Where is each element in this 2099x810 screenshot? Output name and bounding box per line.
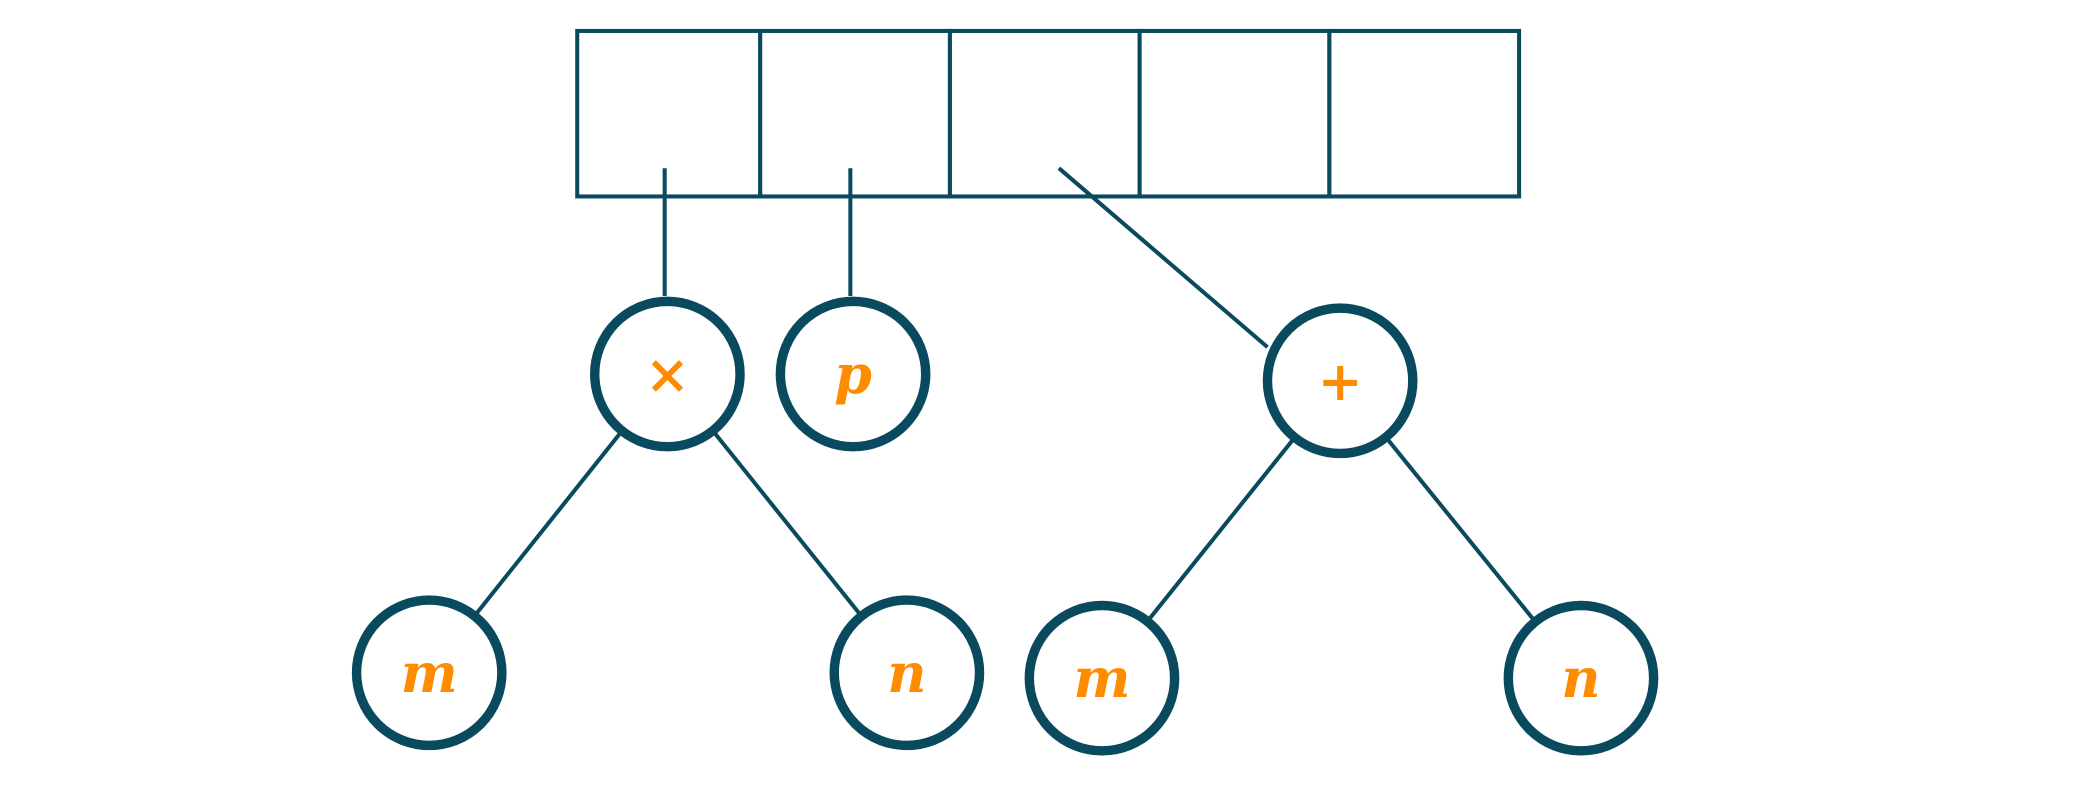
node-label: n (1561, 646, 1600, 710)
array-cell-4 (1327, 28, 1522, 199)
node-circle (1024, 600, 1180, 756)
node-label: × (645, 342, 690, 406)
array-cell-2 (947, 28, 1142, 199)
node-label: m (1073, 646, 1130, 710)
node-circle (775, 296, 931, 452)
tree-leaf-node: m (351, 595, 507, 751)
tree-leaf-node: m (1024, 600, 1180, 756)
tree-root-node: × (590, 296, 745, 452)
node-circle (829, 595, 985, 751)
tree-nodes: × m n p + m n (351, 296, 1659, 756)
node-label: n (887, 641, 926, 705)
array-cell-1 (758, 28, 952, 199)
pointer-array (575, 28, 1522, 199)
node-circle (351, 595, 507, 751)
node-circle (1503, 600, 1659, 756)
node-label: p (834, 342, 872, 406)
node-label: + (1318, 349, 1363, 413)
array-pointer-2 (1057, 166, 1269, 349)
array-cell-3 (1137, 28, 1332, 199)
array-cell-0 (575, 28, 763, 199)
tree-leaf-node: n (829, 595, 985, 751)
node-circle (1262, 303, 1418, 459)
node-label: m (401, 641, 458, 705)
tree-root-node: + (1262, 303, 1418, 459)
tree-root-node: p (775, 296, 931, 452)
node-circle (590, 296, 745, 452)
tree-leaf-node: n (1503, 600, 1659, 756)
tree-edges (427, 166, 1583, 680)
